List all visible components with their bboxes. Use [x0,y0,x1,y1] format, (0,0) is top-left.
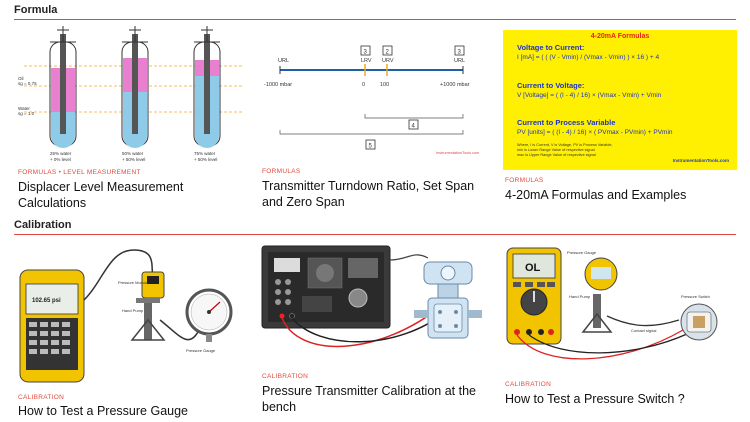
article-card-turndown[interactable]: 3 2 3 URL LRV URV URL -1000 mbar 0 100 +… [258,24,493,214]
formula-note: min is Lower Range Value of respective s… [517,148,595,152]
svg-text:sg = 1.0: sg = 1.0 [18,111,35,116]
pressure-switch-test-illustration: OL Pressure Gauge Hand Pump Contact sign… [506,247,718,360]
svg-text:Pressure Module: Pressure Module [118,280,149,285]
displacer-diagram: Oil sg = 0.75 Water sg = 1.0 25% water +… [18,26,242,162]
section-heading-formula: Formula [14,4,58,16]
article-title[interactable]: Pressure Transmitter Calibration at the … [262,384,476,414]
svg-text:OL: OL [525,262,541,274]
svg-text:LRV: LRV [361,58,372,64]
svg-text:0: 0 [362,82,365,88]
formula-text: PV [units] = ( (I - 4) / 16) × ( PVmax -… [517,129,673,136]
watermark: InstrumentationTools.com [672,158,729,163]
svg-text:URL: URL [454,58,465,64]
article-card-displacer[interactable]: Oil sg = 0.75 Water sg = 1.0 25% water +… [14,24,244,214]
displacer-tube-1 [49,26,77,148]
water-label: Water [18,106,30,111]
article-title[interactable]: 4-20mA Formulas and Examples [505,188,687,202]
formula-note: max is Upper Range Value of respective s… [517,153,596,157]
article-thumbnail[interactable] [258,240,494,365]
svg-text:3: 3 [458,50,462,56]
article-title[interactable]: How to Test a Pressure Switch ? [505,392,685,406]
article-card-4-20ma[interactable]: 4-20mA Formulas Voltage to Current: I [m… [503,24,737,214]
article-category[interactable]: CALIBRATION [505,381,552,388]
article-category[interactable]: FORMULAS • LEVEL MEASUREMENT [18,169,141,176]
svg-text:Pressure Gauge: Pressure Gauge [186,348,216,353]
svg-text:25% water: 25% water [50,151,72,156]
svg-text:50% water: 50% water [122,151,144,156]
article-category[interactable]: CALIBRATION [262,373,309,380]
svg-text:-1000 mbar: -1000 mbar [264,82,292,88]
oil-label: Oil [18,76,24,81]
article-thumbnail[interactable]: 102.65 psi Pressure Module Hand Pump [14,240,246,385]
svg-text:+ 50% level: + 50% level [122,157,145,162]
svg-text:102.65 psi: 102.65 psi [32,298,61,304]
article-title[interactable]: Transmitter Turndown Ratio, Set Span and… [262,179,475,209]
svg-text:5: 5 [369,144,373,150]
turndown-diagram: 3 2 3 URL LRV URV URL -1000 mbar 0 100 +… [264,45,479,155]
svg-text:4: 4 [412,124,416,130]
article-card-transmitter-calibration[interactable]: CALIBRATION Pressure Transmitter Calibra… [258,240,494,420]
section-heading-calibration: Calibration [14,219,72,231]
displacer-tube-2 [121,26,149,148]
svg-text:2: 2 [386,50,390,56]
displacer-tube-3 [193,26,221,148]
svg-text:URV: URV [382,58,394,64]
svg-text:3: 3 [364,50,368,56]
svg-text:+ 50% level: + 50% level [194,157,217,162]
svg-text:Hand Pump: Hand Pump [569,294,591,299]
formula-text: I [mA] = ( ( (V - Vmin) / (Vmax - Vmin) … [517,54,660,61]
formula-box-heading: 4-20mA Formulas [590,33,650,40]
article-thumbnail[interactable]: 4-20mA Formulas Voltage to Current: I [m… [503,30,737,170]
transmitter-bench-illustration [261,245,482,348]
svg-text:100: 100 [380,82,389,88]
article-category[interactable]: CALIBRATION [18,394,65,401]
section-divider [14,19,736,20]
svg-text:Pressure Gauge: Pressure Gauge [567,250,597,255]
svg-text:+ 0% level: + 0% level [50,157,71,162]
watermark: InstrumentationTools.com [436,151,479,155]
pressure-gauge-test-illustration: 102.65 psi Pressure Module Hand Pump [19,249,233,383]
article-thumbnail[interactable]: OL Pressure Gauge Hand Pump Contact sign… [503,240,737,375]
svg-text:+1000 mbar: +1000 mbar [440,82,470,88]
svg-text:URL: URL [278,58,289,64]
formula-heading: Voltage to Current: [517,43,585,52]
svg-text:sg = 0.75: sg = 0.75 [18,81,37,86]
article-title[interactable]: How to Test a Pressure Gauge [18,404,188,418]
article-card-pressure-gauge[interactable]: 102.65 psi Pressure Module Hand Pump [14,240,246,420]
formula-text: V [Voltage] = ( (I - 4) / 16) × (Vmax - … [517,92,662,99]
article-thumbnail[interactable]: Oil sg = 0.75 Water sg = 1.0 25% water +… [14,24,244,164]
section-divider [14,234,736,235]
svg-text:75% water: 75% water [194,151,216,156]
article-card-pressure-switch[interactable]: OL Pressure Gauge Hand Pump Contact sign… [503,240,737,420]
article-thumbnail[interactable]: 3 2 3 URL LRV URV URL -1000 mbar 0 100 +… [258,24,493,159]
svg-text:Pressure Switch: Pressure Switch [681,294,710,299]
article-category[interactable]: FORMULAS [505,177,544,184]
svg-text:Hand Pump: Hand Pump [122,308,144,313]
formula-heading: Current to Voltage: [517,81,585,90]
svg-text:Contact signal: Contact signal [631,328,656,333]
formula-note: Where, I is Current, V is Voltage, PV is… [517,143,613,147]
formula-heading: Current to Process Variable [517,118,616,127]
article-title[interactable]: Displacer Level Measurement Calculations [18,180,184,210]
article-category[interactable]: FORMULAS [262,168,301,175]
